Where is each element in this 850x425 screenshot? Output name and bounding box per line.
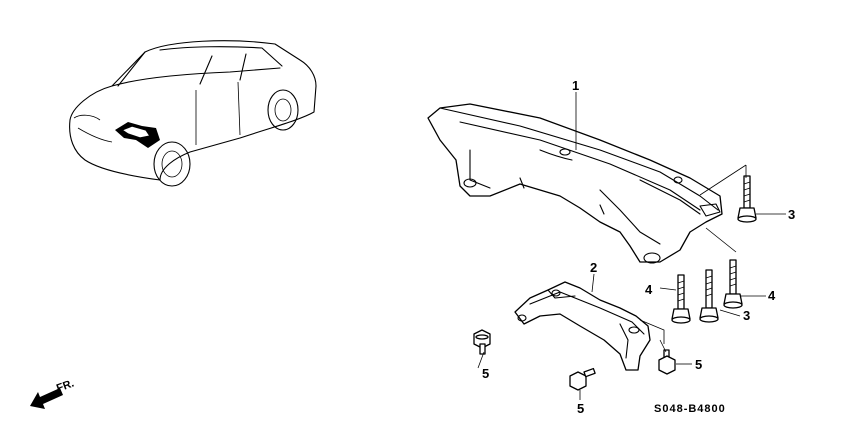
stiffener-bracket bbox=[514, 281, 651, 371]
bolt-small-bottom bbox=[569, 367, 596, 391]
vehicle-locator-illustration bbox=[69, 40, 317, 187]
direction-label: FR. bbox=[55, 377, 76, 394]
callout-bolt-small-left: 5 bbox=[482, 366, 489, 381]
bolt-lower-right bbox=[699, 269, 719, 323]
bolt-upper-right bbox=[737, 175, 757, 223]
callout-bolt-lower-right: 3 bbox=[743, 308, 750, 323]
bolt-left bbox=[671, 274, 691, 324]
callout-bolt-upper-right: 3 bbox=[788, 207, 795, 222]
bolt-small-left bbox=[473, 329, 491, 355]
bolt-small-right bbox=[658, 349, 676, 375]
callout-bolt-small-right: 5 bbox=[695, 357, 702, 372]
diagram-code: S048-B4800 bbox=[654, 403, 726, 415]
leader-lines bbox=[477, 92, 786, 400]
front-direction-arrow: FR. bbox=[30, 377, 76, 409]
callout-stiffener: 2 bbox=[590, 260, 597, 275]
callout-bolt-small-bottom: 5 bbox=[577, 401, 584, 416]
callout-bolt-left: 4 bbox=[645, 282, 653, 297]
bolt-right bbox=[723, 259, 743, 309]
callout-crossbeam: 1 bbox=[572, 78, 579, 93]
front-sub-frame-crossbeam bbox=[427, 103, 723, 264]
callout-bolt-right: 4 bbox=[768, 288, 776, 303]
